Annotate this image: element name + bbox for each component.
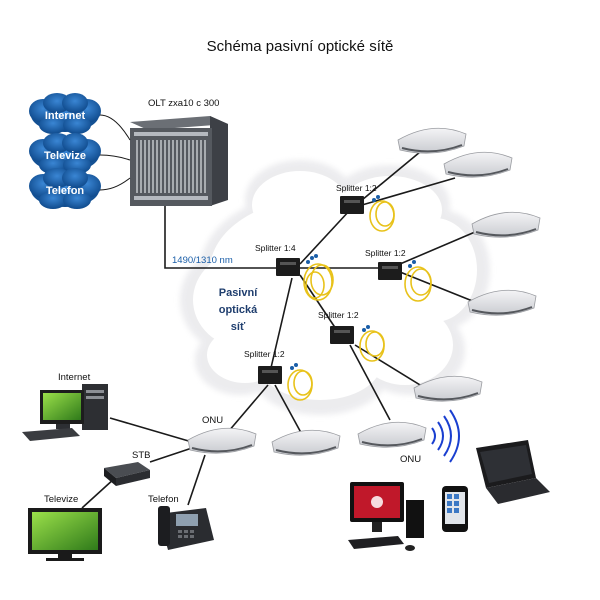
fiber-right-onu1 bbox=[354, 344, 426, 389]
splitter-top: Splitter 1:2 bbox=[336, 183, 395, 232]
home-tv-label: Televize bbox=[44, 494, 78, 505]
pon-label: Pasivní optická síť bbox=[219, 287, 258, 333]
onu-device-6 bbox=[271, 429, 341, 456]
service-label-telefon: Telefon bbox=[46, 185, 85, 197]
onu-device-4 bbox=[467, 289, 537, 316]
home-stb: STB bbox=[104, 450, 150, 486]
onu-device-1 bbox=[397, 127, 467, 154]
home-tv: Televize bbox=[28, 494, 102, 561]
smartphone-icon bbox=[442, 486, 468, 532]
home-pc: Internet bbox=[22, 372, 108, 441]
home-stb-label: STB bbox=[132, 450, 150, 461]
diagram-title: Schéma pasivní optické sítě bbox=[206, 38, 394, 55]
phone-icon bbox=[158, 508, 214, 550]
fiber-right-onu2 bbox=[349, 344, 391, 421]
fiber-bottom-onu2 bbox=[274, 384, 306, 441]
splitter-right: Splitter 1:2 bbox=[318, 310, 385, 362]
service-cloud-internet: Internet bbox=[29, 93, 101, 134]
onu-left: ONU bbox=[187, 415, 257, 454]
cable-onu-pc bbox=[109, 417, 193, 443]
fiber-main-bottom bbox=[269, 277, 293, 373]
fiber-olt-main bbox=[164, 192, 285, 269]
olt-label: OLT zxa10 c 300 bbox=[148, 98, 219, 109]
service-label-televize: Televize bbox=[44, 150, 86, 162]
onu-left-label: ONU bbox=[202, 415, 223, 426]
home-phone: Telefon bbox=[148, 494, 214, 550]
onu-device-2 bbox=[443, 151, 513, 178]
splitter-bottom: Splitter 1:2 bbox=[244, 349, 313, 401]
pon-cloud bbox=[180, 160, 490, 415]
splitter-top-label: Splitter 1:2 bbox=[336, 183, 377, 193]
fiber-main-top bbox=[299, 209, 351, 265]
fiber-bottom-onu-left bbox=[227, 384, 269, 433]
svg-text:Pasivní: Pasivní bbox=[219, 287, 258, 299]
home-phone-label: Telefon bbox=[148, 494, 179, 505]
service-cloud-televize: Televize bbox=[29, 133, 101, 174]
wifi-waves-icon bbox=[431, 409, 460, 463]
laptop-icon bbox=[476, 440, 550, 504]
service-label-internet: Internet bbox=[45, 110, 86, 122]
svg-text:síť: síť bbox=[231, 321, 246, 333]
cable-onu-stb bbox=[149, 447, 193, 463]
onu-right-label: ONU bbox=[400, 454, 421, 465]
onu-right: ONU bbox=[357, 421, 427, 465]
splitter-mid-label: Splitter 1:2 bbox=[365, 248, 406, 258]
service-cloud-telefon: Telefon bbox=[29, 168, 101, 209]
home-pc-label: Internet bbox=[58, 372, 91, 383]
fiber-top-onu2 bbox=[361, 177, 456, 206]
splitter-mid: Splitter 1:2 bbox=[365, 248, 432, 302]
fiber-top-onu1 bbox=[361, 151, 421, 201]
cable-onu-phone bbox=[187, 454, 206, 506]
svg-text:optická: optická bbox=[219, 304, 258, 316]
cable-stb-tv bbox=[81, 477, 116, 509]
fiber-mid-onu1 bbox=[399, 231, 476, 265]
onu-device-5 bbox=[413, 375, 483, 402]
desktop-computer-icon bbox=[348, 482, 424, 551]
olt-chassis: OLT zxa10 c 300 bbox=[99, 98, 228, 206]
splitter-main: Splitter 1:4 bbox=[255, 243, 334, 301]
splitter-right-label: Splitter 1:2 bbox=[318, 310, 359, 320]
splitter-bottom-label: Splitter 1:2 bbox=[244, 349, 285, 359]
splitter-main-label: Splitter 1:4 bbox=[255, 243, 296, 253]
fiber-lines bbox=[81, 151, 476, 509]
keyboard-icon bbox=[22, 428, 80, 441]
onu-device-3 bbox=[471, 211, 541, 238]
service-clouds: Internet Televize bbox=[29, 93, 101, 209]
wavelength-label: 1490/1310 nm bbox=[172, 255, 233, 266]
